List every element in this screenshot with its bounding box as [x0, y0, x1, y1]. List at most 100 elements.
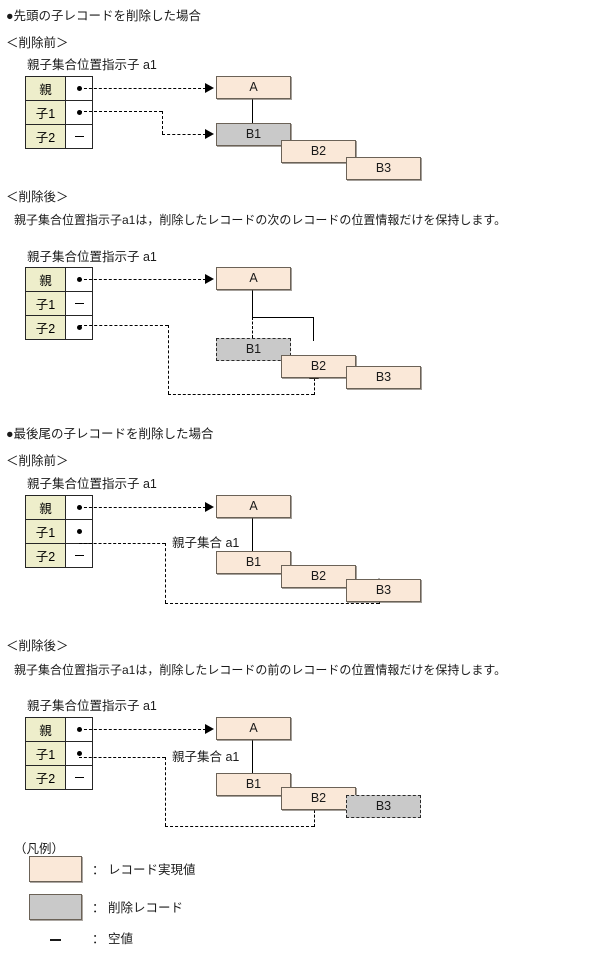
table-caption-3: 親子集合位置指示子 a1 — [27, 477, 157, 491]
record-box-a: A — [216, 76, 291, 99]
row-label: 親 — [25, 717, 66, 742]
label-after-delete-2: ＜削除後＞ — [6, 639, 69, 653]
table-row: 子2 — [25, 315, 93, 340]
connector-parent-to-a-2 — [79, 279, 206, 280]
row-label: 子2 — [25, 315, 66, 340]
legend-label-record: ： レコード実現値 — [92, 863, 196, 877]
table-row: 子2 — [25, 765, 93, 790]
table-row: 親 — [25, 267, 93, 292]
connector-child2-seg-v-2 — [168, 325, 169, 394]
legend-title: （凡例） — [14, 842, 65, 856]
legend-label-null: ： 空値 — [92, 932, 133, 946]
legend-swatch-deleted — [29, 894, 82, 920]
record-box-b1: B1 — [216, 773, 291, 796]
connector-a-to-b1-3 — [252, 518, 253, 551]
connector-child2-seg-v2-2 — [314, 378, 315, 395]
label-before-delete-2: ＜削除前＞ — [6, 454, 69, 468]
set-label-3: 親子集合 a1 — [170, 536, 242, 550]
table-caption-4: 親子集合位置指示子 a1 — [27, 699, 157, 713]
table-caption-1: 親子集合位置指示子 a1 — [27, 58, 157, 72]
row-value — [65, 741, 93, 766]
connector-parent-to-a-3 — [79, 507, 206, 508]
row-label: 親 — [25, 76, 66, 101]
null-value-icon — [74, 135, 84, 138]
row-value — [65, 519, 93, 544]
row-label: 子1 — [25, 291, 66, 316]
connector-child1-seg-h-4 — [79, 757, 165, 758]
record-box-b2: B2 — [281, 140, 356, 163]
row-label: 子2 — [25, 543, 66, 568]
pointer-table-2: 親 子1 子2 — [25, 267, 93, 340]
connector-branch-to-b2-2 — [313, 317, 314, 341]
record-box-b2: B2 — [281, 787, 356, 810]
connector-child2-seg-h2-2 — [168, 394, 314, 395]
table-row: 子1 — [25, 519, 93, 544]
row-value — [65, 291, 93, 316]
row-value — [65, 124, 93, 149]
row-value — [65, 765, 93, 790]
record-box-b2: B2 — [281, 355, 356, 378]
table-row: 子1 — [25, 741, 93, 766]
record-box-b3-deleted: B3 — [346, 579, 421, 602]
record-box-a: A — [216, 267, 291, 290]
connector-child1-seg-v2-4 — [314, 810, 315, 827]
pointer-table-1: 親 子1 子2 — [25, 76, 93, 149]
connector-branch-h-2 — [252, 317, 314, 318]
arrow-right-icon — [205, 83, 214, 93]
row-label: 子1 — [25, 741, 66, 766]
record-box-b1-removed: B1 — [216, 338, 291, 361]
record-box-b3-removed: B3 — [346, 795, 421, 818]
description-after-delete-1: 親子集合位置指示子a1は，削除したレコードの次のレコードの位置情報だけを保持しま… — [14, 213, 507, 227]
connector-child1-seg-v-3 — [165, 543, 166, 603]
row-label: 子1 — [25, 100, 66, 125]
pointer-dot-icon — [76, 529, 82, 534]
row-value — [65, 100, 93, 125]
table-row: 親 — [25, 717, 93, 742]
connector-child1-seg-h2-3 — [165, 603, 379, 604]
arrow-right-icon — [205, 129, 214, 139]
null-value-icon — [74, 554, 84, 557]
row-value — [65, 543, 93, 568]
connector-child1-seg-h-3 — [79, 543, 165, 544]
row-label: 子2 — [25, 124, 66, 149]
connector-a-to-b1-1 — [252, 99, 253, 123]
label-after-delete-1: ＜削除後＞ — [6, 190, 69, 204]
record-box-b3: B3 — [346, 366, 421, 389]
table-row: 子1 — [25, 100, 93, 125]
connector-parent-to-a-1 — [79, 88, 206, 89]
row-label: 子2 — [25, 765, 66, 790]
legend-swatch-record — [29, 856, 82, 882]
record-box-b3: B3 — [346, 157, 421, 180]
pointer-table-3: 親 子1 子2 — [25, 495, 93, 568]
connector-child2-seg-h-2 — [79, 325, 168, 326]
description-after-delete-2: 親子集合位置指示子a1は，削除したレコードの前のレコードの位置情報だけを保持しま… — [14, 663, 507, 677]
connector-child1-seg-v-4 — [165, 757, 166, 826]
table-caption-2: 親子集合位置指示子 a1 — [27, 250, 157, 264]
connector-parent-to-a-4 — [79, 729, 206, 730]
record-box-b2: B2 — [281, 565, 356, 588]
legend-null-icon — [50, 939, 61, 941]
arrow-right-icon — [205, 724, 214, 734]
table-row: 子2 — [25, 124, 93, 149]
row-label: 子1 — [25, 519, 66, 544]
section-heading-last-child: ●最後尾の子レコードを削除した場合 — [6, 427, 214, 441]
record-box-b1: B1 — [216, 551, 291, 574]
pointer-table-4: 親 子1 子2 — [25, 717, 93, 790]
pointer-dot-icon — [76, 751, 82, 756]
pointer-dot-icon — [76, 325, 82, 330]
null-value-icon — [74, 302, 84, 305]
connector-child1-seg-h-1 — [79, 111, 162, 112]
legend-label-deleted: ： 削除レコード — [92, 901, 183, 915]
connector-child1-seg-h2-1 — [162, 134, 206, 135]
pointer-dot-icon — [76, 110, 82, 115]
row-label: 親 — [25, 267, 66, 292]
table-row: 子1 — [25, 291, 93, 316]
table-row: 子2 — [25, 543, 93, 568]
connector-a-down-2 — [252, 290, 253, 317]
row-label: 親 — [25, 495, 66, 520]
connector-ghost-b1-2 — [252, 317, 253, 338]
arrow-right-icon — [205, 502, 214, 512]
section-heading-first-child: ●先頭の子レコードを削除した場合 — [6, 9, 202, 23]
null-value-icon — [74, 776, 84, 779]
